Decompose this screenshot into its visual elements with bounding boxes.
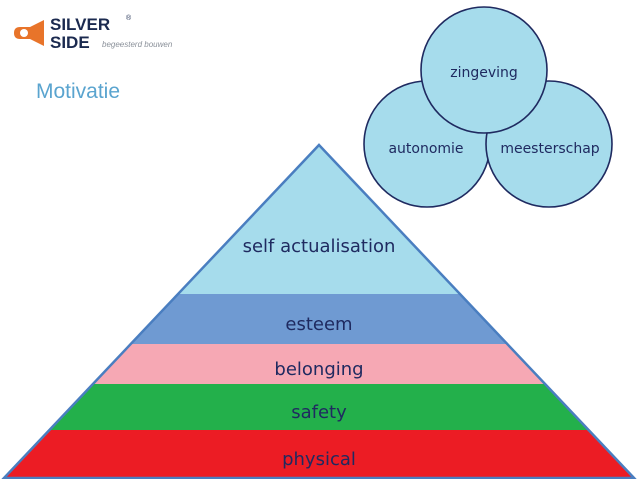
pyramid-label-safety: safety: [291, 402, 347, 423]
pyramid-outline: [1, 143, 637, 479]
logo-line2: SIDE: [50, 33, 90, 52]
logo-registered-mark: ®: [126, 14, 132, 22]
venn-label-meesterschap: meesterschap: [500, 141, 599, 157]
pyramid-level-esteem: [130, 294, 508, 344]
venn-label-zingeving: zingeving: [450, 65, 518, 81]
silverside-logo: SILVER SIDE ® begeesterd bouwen: [14, 14, 173, 52]
pyramid-level-safety: [49, 384, 589, 430]
megaphone-icon: [14, 20, 44, 46]
pyramid-level-self-actualisation: [178, 145, 460, 294]
pyramid-level-belonging: [92, 344, 546, 384]
venn-label-autonomie: autonomie: [388, 141, 463, 157]
logo-line1: SILVER: [50, 15, 110, 34]
venn-diagram: zingeving autonomie meesterschap: [363, 6, 613, 208]
pyramid-label-physical: physical: [282, 449, 356, 470]
maslow-pyramid: self actualisation esteem belonging safe…: [1, 143, 637, 479]
venn-circle-zingeving: [420, 6, 548, 134]
pyramid-level-physical: [4, 430, 634, 478]
pyramid-label-self-actualisation: self actualisation: [243, 236, 396, 257]
pyramid-label-esteem: esteem: [285, 314, 352, 335]
slide-title: Motivatie: [36, 80, 121, 103]
pyramid-label-belonging: belonging: [274, 359, 363, 380]
logo-tagline: begeesterd bouwen: [102, 40, 173, 49]
